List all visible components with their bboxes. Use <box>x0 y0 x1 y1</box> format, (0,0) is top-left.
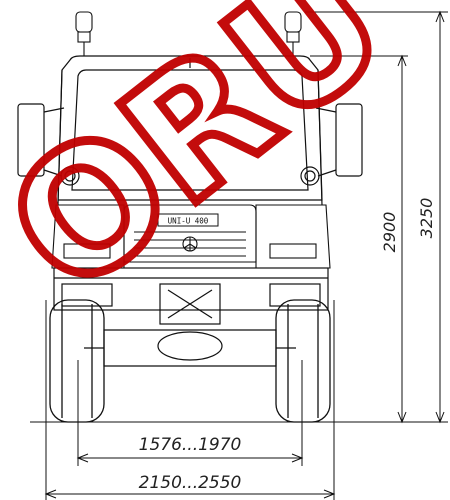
right-mirror <box>315 103 363 177</box>
watermark-text: ORU <box>0 0 426 337</box>
height-dimension-total-label: 3250 <box>417 198 436 239</box>
overall-width-dimension <box>44 300 336 500</box>
height-dimension-cab <box>310 54 408 424</box>
left-mirror <box>17 103 65 177</box>
front-axle <box>84 329 296 367</box>
height-dimension-total <box>305 10 448 424</box>
front-bumper <box>53 267 329 325</box>
left-work-lamp <box>60 166 80 186</box>
license-plate-text: UNI-U 400 <box>168 217 209 226</box>
track-width-dimension <box>76 360 304 466</box>
license-plate: UNI-U 400 <box>157 213 219 227</box>
right-work-lamp <box>300 166 320 186</box>
right-beacon-light <box>284 11 302 56</box>
track-width-label: 1576...1970 <box>139 435 242 455</box>
watermark: ORU <box>0 0 426 337</box>
right-front-wheel <box>275 299 331 423</box>
height-dimension-cab-label: 2900 <box>380 212 399 253</box>
overall-width-label: 2150...2550 <box>139 473 242 493</box>
left-beacon-light <box>75 11 93 56</box>
cab-body <box>57 55 323 206</box>
